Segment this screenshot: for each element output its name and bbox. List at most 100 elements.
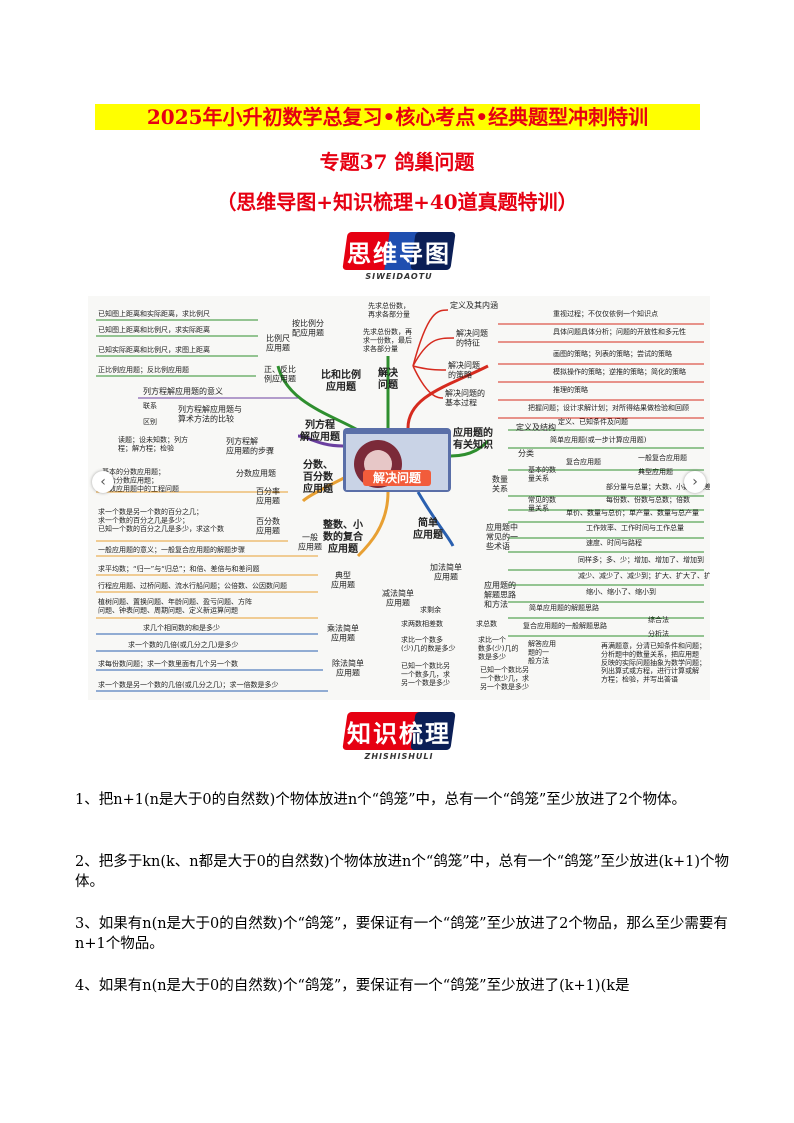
branch-solve-leaf: 模拟操作的策略；逆推的策略；简化的策略 — [553, 367, 686, 376]
branch-simple-item: 乘法简单应用题 — [327, 623, 359, 643]
branch-integer-leaf: 植树问题、置换问题、年龄问题、盈亏问题、方阵问题、钟表问题、周期问题、定义新运算… — [98, 597, 252, 614]
branch-knowledge-leaf: 工作效率、工作时间与工作总量 — [586, 523, 684, 532]
branch-knowledge-leaf: 单价、数量与总价；单产量、数量与总产量 — [566, 508, 699, 517]
branch-solve-item: 解决问题的基本过程 — [445, 388, 485, 408]
branch-equation-item: 列方程解应用题的步骤 — [226, 436, 274, 456]
paragraph-4: 4、如果有n(n是大于0的自然数)个“鸽笼”，要保证有一个“鸽笼”至少放进了(k… — [75, 978, 630, 994]
branch-integer-leaf: 行程应用题、过桥问题、流水行船问题；公倍数、公因数问题 — [98, 581, 287, 590]
mindmap-center: 解决问题 — [343, 428, 451, 492]
branch-integer-label: 整数、小数的复合应用题 — [322, 518, 364, 555]
title-line-2: 专题37 鸽巢问题 — [319, 150, 475, 174]
branch-ratio-item: 比例尺应用题 — [266, 333, 290, 353]
branch-solve-item: 解决问题的策略 — [448, 360, 480, 380]
branch-solve-label: 解决问题 — [378, 366, 399, 391]
branch-simple-leaf: 已知一个数比另一个数多几，求另一个数是多少 — [401, 661, 450, 687]
branch-knowledge-leaf: 定义、已知条件及问题 — [558, 417, 628, 426]
branch-simple-leaf: 求比一个数多(少)几的数是多少 — [478, 635, 518, 661]
branch-knowledge-leaf: 复合应用题的一般解题思路 — [523, 621, 607, 630]
branch-fraction-leaf: 求一个数是另一个数的百分之几；求一个数的百分之几是多少；已知一个数的百分之几是多… — [98, 507, 224, 533]
branch-solve-leaf: 把握问题；设计求解计划；对所得结果做检验和回顾 — [528, 403, 689, 412]
branch-knowledge-leaf: 常见的数量关系 — [528, 495, 556, 512]
branch-simple-leaf: 求两数相差数 — [401, 619, 443, 628]
branch-integer-item: 典型应用题 — [331, 570, 355, 590]
mindmap-center-text: 解决问题 — [373, 470, 422, 485]
mindmap-connector — [412, 365, 447, 371]
branch-knowledge-leaf: 部分量与总量；大数、小数与相差数 — [606, 482, 710, 491]
branch-knowledge-label: 应用题的有关知识 — [453, 426, 493, 451]
knowledge-badge-sub: ZHISHISHULI — [364, 752, 434, 761]
branch-knowledge-leaf: 减少、减少了、减少到；扩大、扩大了、扩大到 — [578, 571, 710, 580]
branch-fraction-item: 百分率应用题 — [256, 486, 280, 506]
branch-integer-leaf: 求平均数；“归一”与“归总”；和倍、差倍与和差问题 — [98, 564, 260, 573]
branch-ratio-item: 正、反比例应用题 — [264, 364, 296, 384]
branch-integer-item: 一般应用题 — [298, 532, 322, 552]
title-line-3: （思维导图+知识梳理+40道真题特训） — [216, 190, 578, 214]
branch-knowledge-leaf: 解答应用题的一般方法 — [528, 639, 556, 665]
paragraph-3: 3、如果有n(n是大于0的自然数)个“鸽笼”，要保证有一个“鸽笼”至少放进了2个… — [75, 916, 728, 952]
branch-solve-leaf: 重视过程；不仅仅依例一个知识点 — [553, 309, 658, 318]
branch-knowledge-leaf: 缩小、缩小了、缩小到 — [586, 587, 656, 596]
branch-simple-label: 简单应用题 — [413, 516, 444, 541]
branch-knowledge-item: 应用题的解题思路和方法 — [484, 580, 516, 609]
branch-fraction-leaf: 基本的分数应用题；复合分数应用题；分数应用题中的工程问题 — [102, 467, 179, 493]
branch-knowledge-leaf: 再满题意，分清已知条件和问题；分析题中的数量关系，把应用题反映的实际问题抽象为数… — [601, 641, 706, 684]
branch-simple-item: 除法简单应用题 — [332, 658, 364, 678]
branch-ratio-leaf: 先求总份数，再求各部分量 — [368, 301, 410, 318]
branch-knowledge-leaf: 简单应用题(或一步计算应用题) — [550, 435, 647, 444]
mindmap-badge-sub: SIWEIDAOTU — [365, 272, 433, 281]
branch-ratio-leaf: 已知实际距离和比例尺，求图上距离 — [98, 345, 210, 354]
branch-equation-label: 列方程解应用题 — [300, 418, 341, 443]
branch-knowledge-leaf: 典型应用题 — [638, 467, 673, 476]
branch-simple-leaf: 求总数 — [476, 619, 497, 628]
mindmap-connector — [416, 491, 455, 547]
branch-fraction-item: 百分数应用题 — [256, 516, 280, 536]
branch-simple-leaf: 求剩余 — [420, 605, 441, 614]
branch-equation-item: 列方程解应用题与算术方法的比较 — [178, 404, 242, 424]
knowledge-badge-text: 知识梳理 — [347, 720, 451, 748]
branch-knowledge-item: 应用题中常见的一些术语 — [486, 522, 518, 551]
branch-knowledge-item: 数量关系 — [492, 474, 508, 494]
branch-equation-leaf: 读题；设未知数；列方程；解方程；检验 — [118, 435, 188, 452]
branch-ratio-leaf: 已知图上距离和实际距离，求比例尺 — [98, 309, 210, 318]
mindmap-badge-text: 思维导图 — [347, 240, 451, 268]
title-line-1: 2025年小升初数学总复习•核心考点•经典题型冲刺特训 — [95, 104, 700, 130]
branch-solve-leaf: 画图的策略；列表的策略；尝试的策略 — [553, 349, 672, 358]
branch-knowledge-item: 分类 — [518, 448, 534, 458]
branch-solve-item: 解决问题的特征 — [456, 328, 488, 348]
branch-knowledge-leaf: 复合应用题 — [566, 457, 601, 466]
branch-ratio-leaf: 已知图上距离和比例尺，求实际距离 — [98, 325, 210, 334]
branch-solve-leaf: 推理的策略 — [553, 385, 588, 394]
branch-knowledge-leaf: 速度、时间与路程 — [586, 538, 642, 547]
mindmap-connector — [356, 491, 390, 558]
branch-knowledge-item: 定义及结构 — [516, 422, 556, 432]
branch-simple-item: 减法简单应用题 — [382, 588, 414, 608]
paragraph-2: 2、把多于kn(k、n都是大于0的自然数)个物体放进n个“鸽笼”中，总有一个“鸽… — [75, 854, 729, 890]
mindmap-connector — [450, 439, 490, 458]
mindmap-connector — [412, 309, 449, 367]
branch-knowledge-leaf: 基本的数量关系 — [528, 465, 556, 482]
branch-solve-item: 定义及其内涵 — [450, 300, 498, 310]
branch-fraction-label: 分数、百分数应用题 — [303, 458, 334, 495]
branch-solve-leaf: 具体问题具体分析；问题的开放性和多元性 — [553, 327, 686, 336]
mindmap-connector — [301, 474, 349, 503]
carousel-prev-button[interactable]: ‹ — [92, 471, 114, 493]
branch-equation-leaf: 联系 — [143, 401, 157, 410]
branch-knowledge-leaf: 每份数、份数与总数；倍数 — [606, 495, 690, 504]
branch-ratio-leaf: 正比例应用题；反比例应用题 — [98, 365, 189, 374]
mindmap-connector — [297, 434, 344, 448]
branch-simple-leaf: 求每份数问题；求一个数里面有几个另一个数 — [98, 659, 238, 668]
branch-knowledge-leaf: 综合法 — [648, 615, 669, 624]
branch-equation-leaf: 区别 — [143, 417, 157, 426]
branch-ratio-item: 按比例分配应用题 — [292, 318, 324, 338]
branch-knowledge-leaf: 同样多；多、少；增加、增加了、增加到 — [578, 555, 704, 564]
branch-knowledge-leaf: 简单应用题的解题思路 — [529, 603, 599, 612]
branch-fraction-item: 分数应用题 — [236, 468, 276, 478]
mindmap-connector — [412, 337, 455, 367]
mindmap-connector — [412, 365, 444, 399]
branch-integer-leaf: 一般应用题的意义；一般复合应用题的解题步骤 — [98, 545, 245, 554]
branch-ratio-label: 比和比例应用题 — [321, 368, 361, 393]
branch-knowledge-leaf: 分析法 — [648, 629, 669, 638]
branch-simple-leaf: 已知一个数比另一个数少几，求另一个数是多少 — [480, 665, 529, 691]
carousel-next-button[interactable]: › — [684, 471, 706, 493]
